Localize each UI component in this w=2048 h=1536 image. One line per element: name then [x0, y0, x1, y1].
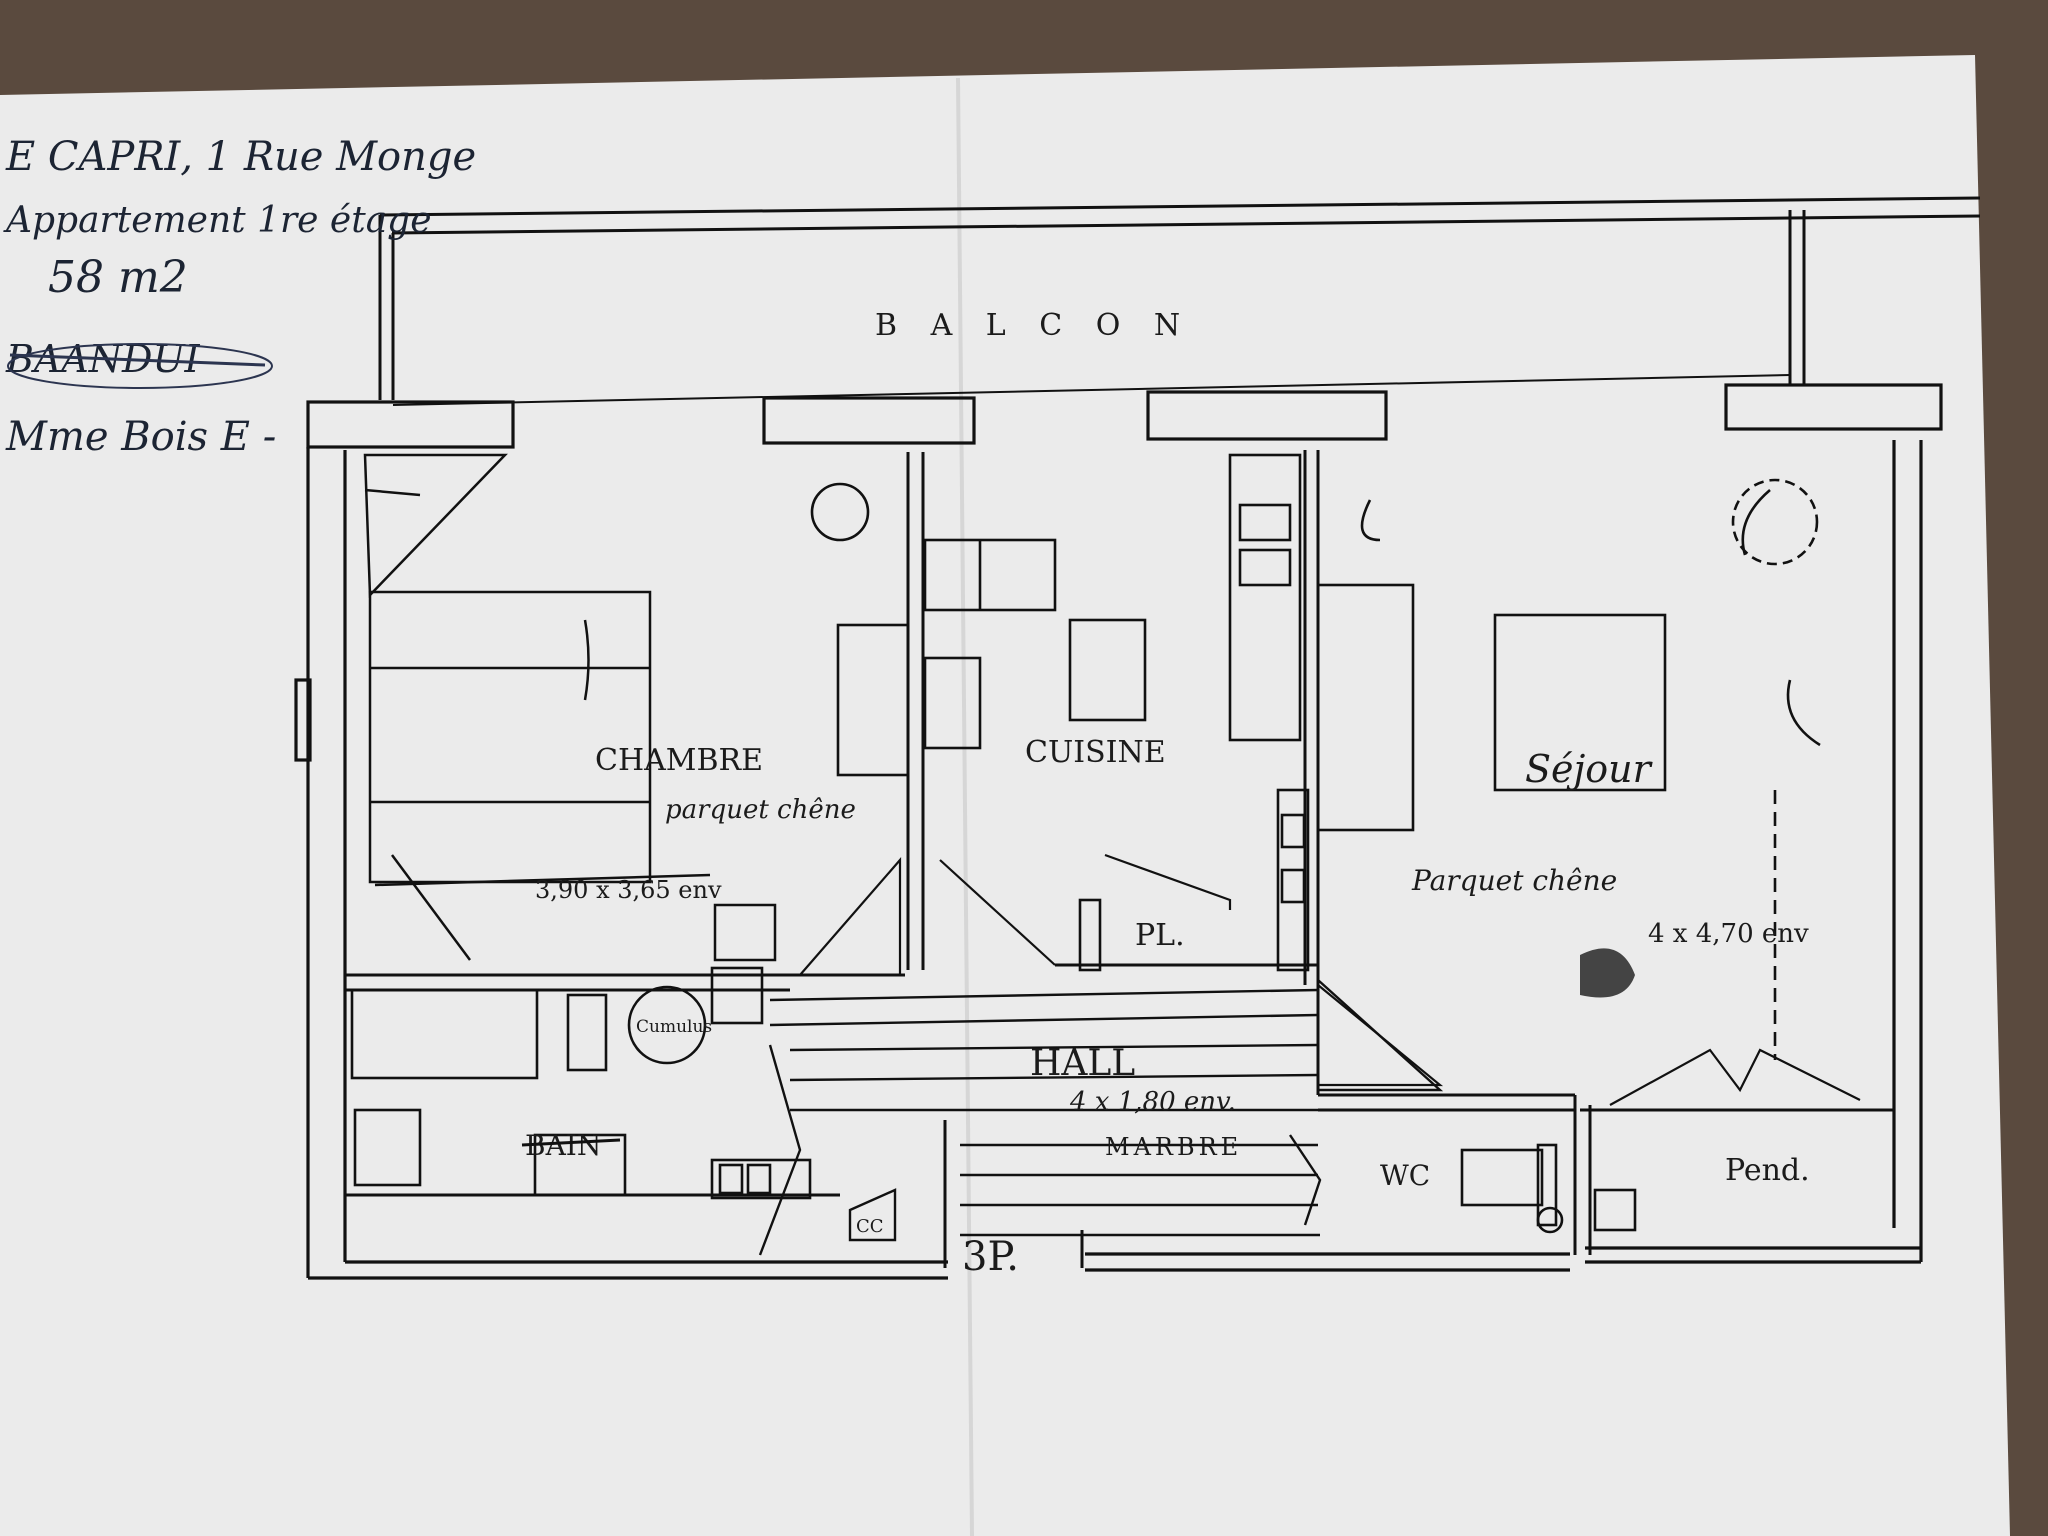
chambre-floor-label: parquet chêne: [665, 795, 856, 825]
hall-stairs: [758, 979, 1444, 1256]
chambre-size-label: 3,90 x 3,65 env: [535, 876, 722, 904]
paper-fold: [956, 77, 974, 1536]
hall-label: HALL: [1030, 1043, 1135, 1084]
living-room-furniture: [1316, 478, 1821, 1232]
balcony: [378, 196, 1981, 406]
wc-label: WC: [1380, 1159, 1430, 1192]
sejour-label: Séjour: [1525, 747, 1654, 791]
floor-note: Appartement 1re étage: [3, 200, 432, 241]
bain-strike: [521, 1138, 621, 1147]
strike-circle: [7, 343, 273, 389]
address-note: E CAPRI, 1 Rue Monge: [5, 134, 476, 180]
placard-label: PL.: [1135, 918, 1185, 953]
outer-walls: [294, 383, 1943, 1280]
hall-floor-label: MARBRE: [1105, 1133, 1242, 1161]
sejour-floor-label: Parquet chêne: [1411, 864, 1617, 897]
area-note: 58 m2: [48, 252, 188, 303]
entry-label: 3P.: [962, 1234, 1019, 1280]
wc-fixtures: [1460, 1143, 1564, 1234]
paper-sheet: [0, 55, 2010, 1536]
hall-size-label: 4 x 1,80 env.: [1069, 1087, 1236, 1117]
bedroom-furniture: [363, 453, 777, 962]
owner-note: Mme Bois E -: [5, 414, 276, 460]
strike-line: [9, 353, 266, 367]
cumulus-label: Cumulus: [636, 1017, 712, 1037]
bathroom-fixtures: [350, 966, 812, 1200]
balcon-label: B A L C O N: [875, 308, 1192, 343]
kitchen-fixtures: [810, 453, 1381, 972]
cc-label: CC: [856, 1216, 884, 1237]
chambre-label: CHAMBRE: [595, 743, 763, 778]
pend-label: Pend.: [1725, 1153, 1810, 1188]
sejour-size-label: 4 x 4,70 env: [1648, 919, 1809, 949]
cuisine-label: CUISINE: [1025, 735, 1166, 770]
doors: [799, 853, 1861, 1106]
